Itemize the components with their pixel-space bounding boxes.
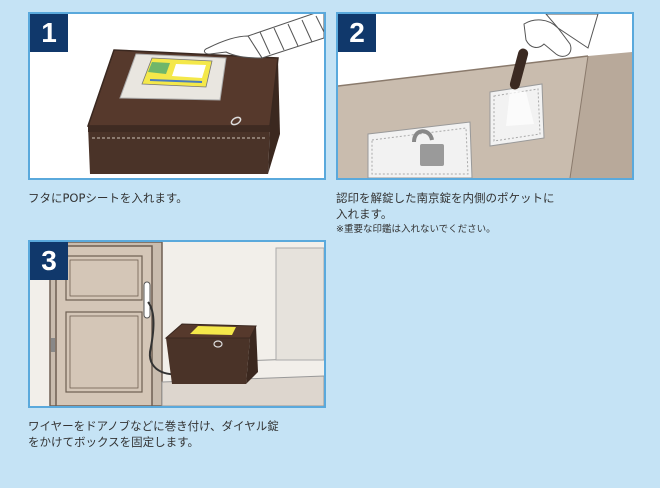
step-2-illustration [338, 14, 632, 178]
step-3-illustration [30, 242, 324, 406]
step-1-badge: 1 [30, 14, 68, 52]
step-2-panel: 2 [336, 12, 634, 180]
step-3-badge: 3 [30, 242, 68, 280]
step-1-illustration [86, 14, 324, 174]
step-3-caption: ワイヤーをドアノブなどに巻き付け、ダイヤル錠 をかけてボックスを固定します。 [28, 419, 279, 449]
step-2-note: ※重要な印鑑は入れないでください。 [336, 224, 496, 235]
step-3-panel: 3 [28, 240, 326, 408]
step-2-badge: 2 [338, 14, 376, 52]
step-1-panel: 1 [28, 12, 326, 180]
step-1-caption: フタにPOPシートを入れます。 [28, 191, 188, 205]
step-2-caption: 認印を解錠した南京錠を内側のポケットに 入れます。 [336, 191, 555, 221]
